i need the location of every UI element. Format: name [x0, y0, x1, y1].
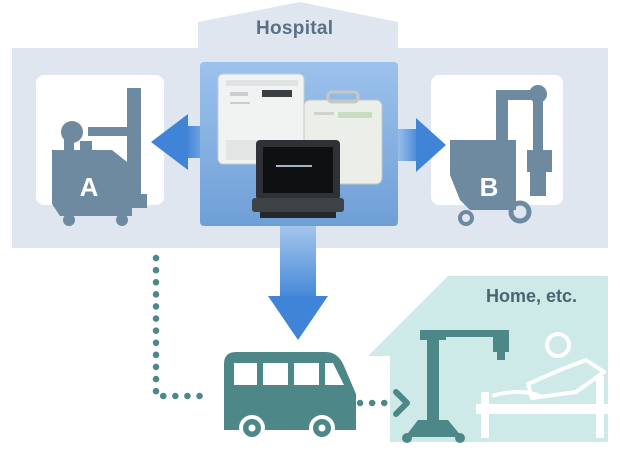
arrow-to-b	[394, 118, 446, 172]
hospital-label: Hospital	[256, 18, 334, 39]
patient-bed-icon	[476, 332, 608, 438]
detector-devices-image	[200, 62, 398, 226]
unit-a-letter: A	[80, 172, 99, 202]
xray-unit-a-icon	[52, 88, 147, 226]
van-icon	[224, 352, 356, 441]
unit-b-letter: B	[480, 172, 499, 202]
transport-dotted-path	[152, 254, 214, 400]
portable-xray-icon	[402, 330, 509, 443]
delivery-chevron-icon	[393, 389, 410, 417]
laptop-console	[252, 140, 344, 218]
home-label: Home, etc.	[486, 286, 578, 306]
arrow-to-van	[268, 222, 328, 340]
xray-unit-b-icon	[450, 85, 552, 226]
